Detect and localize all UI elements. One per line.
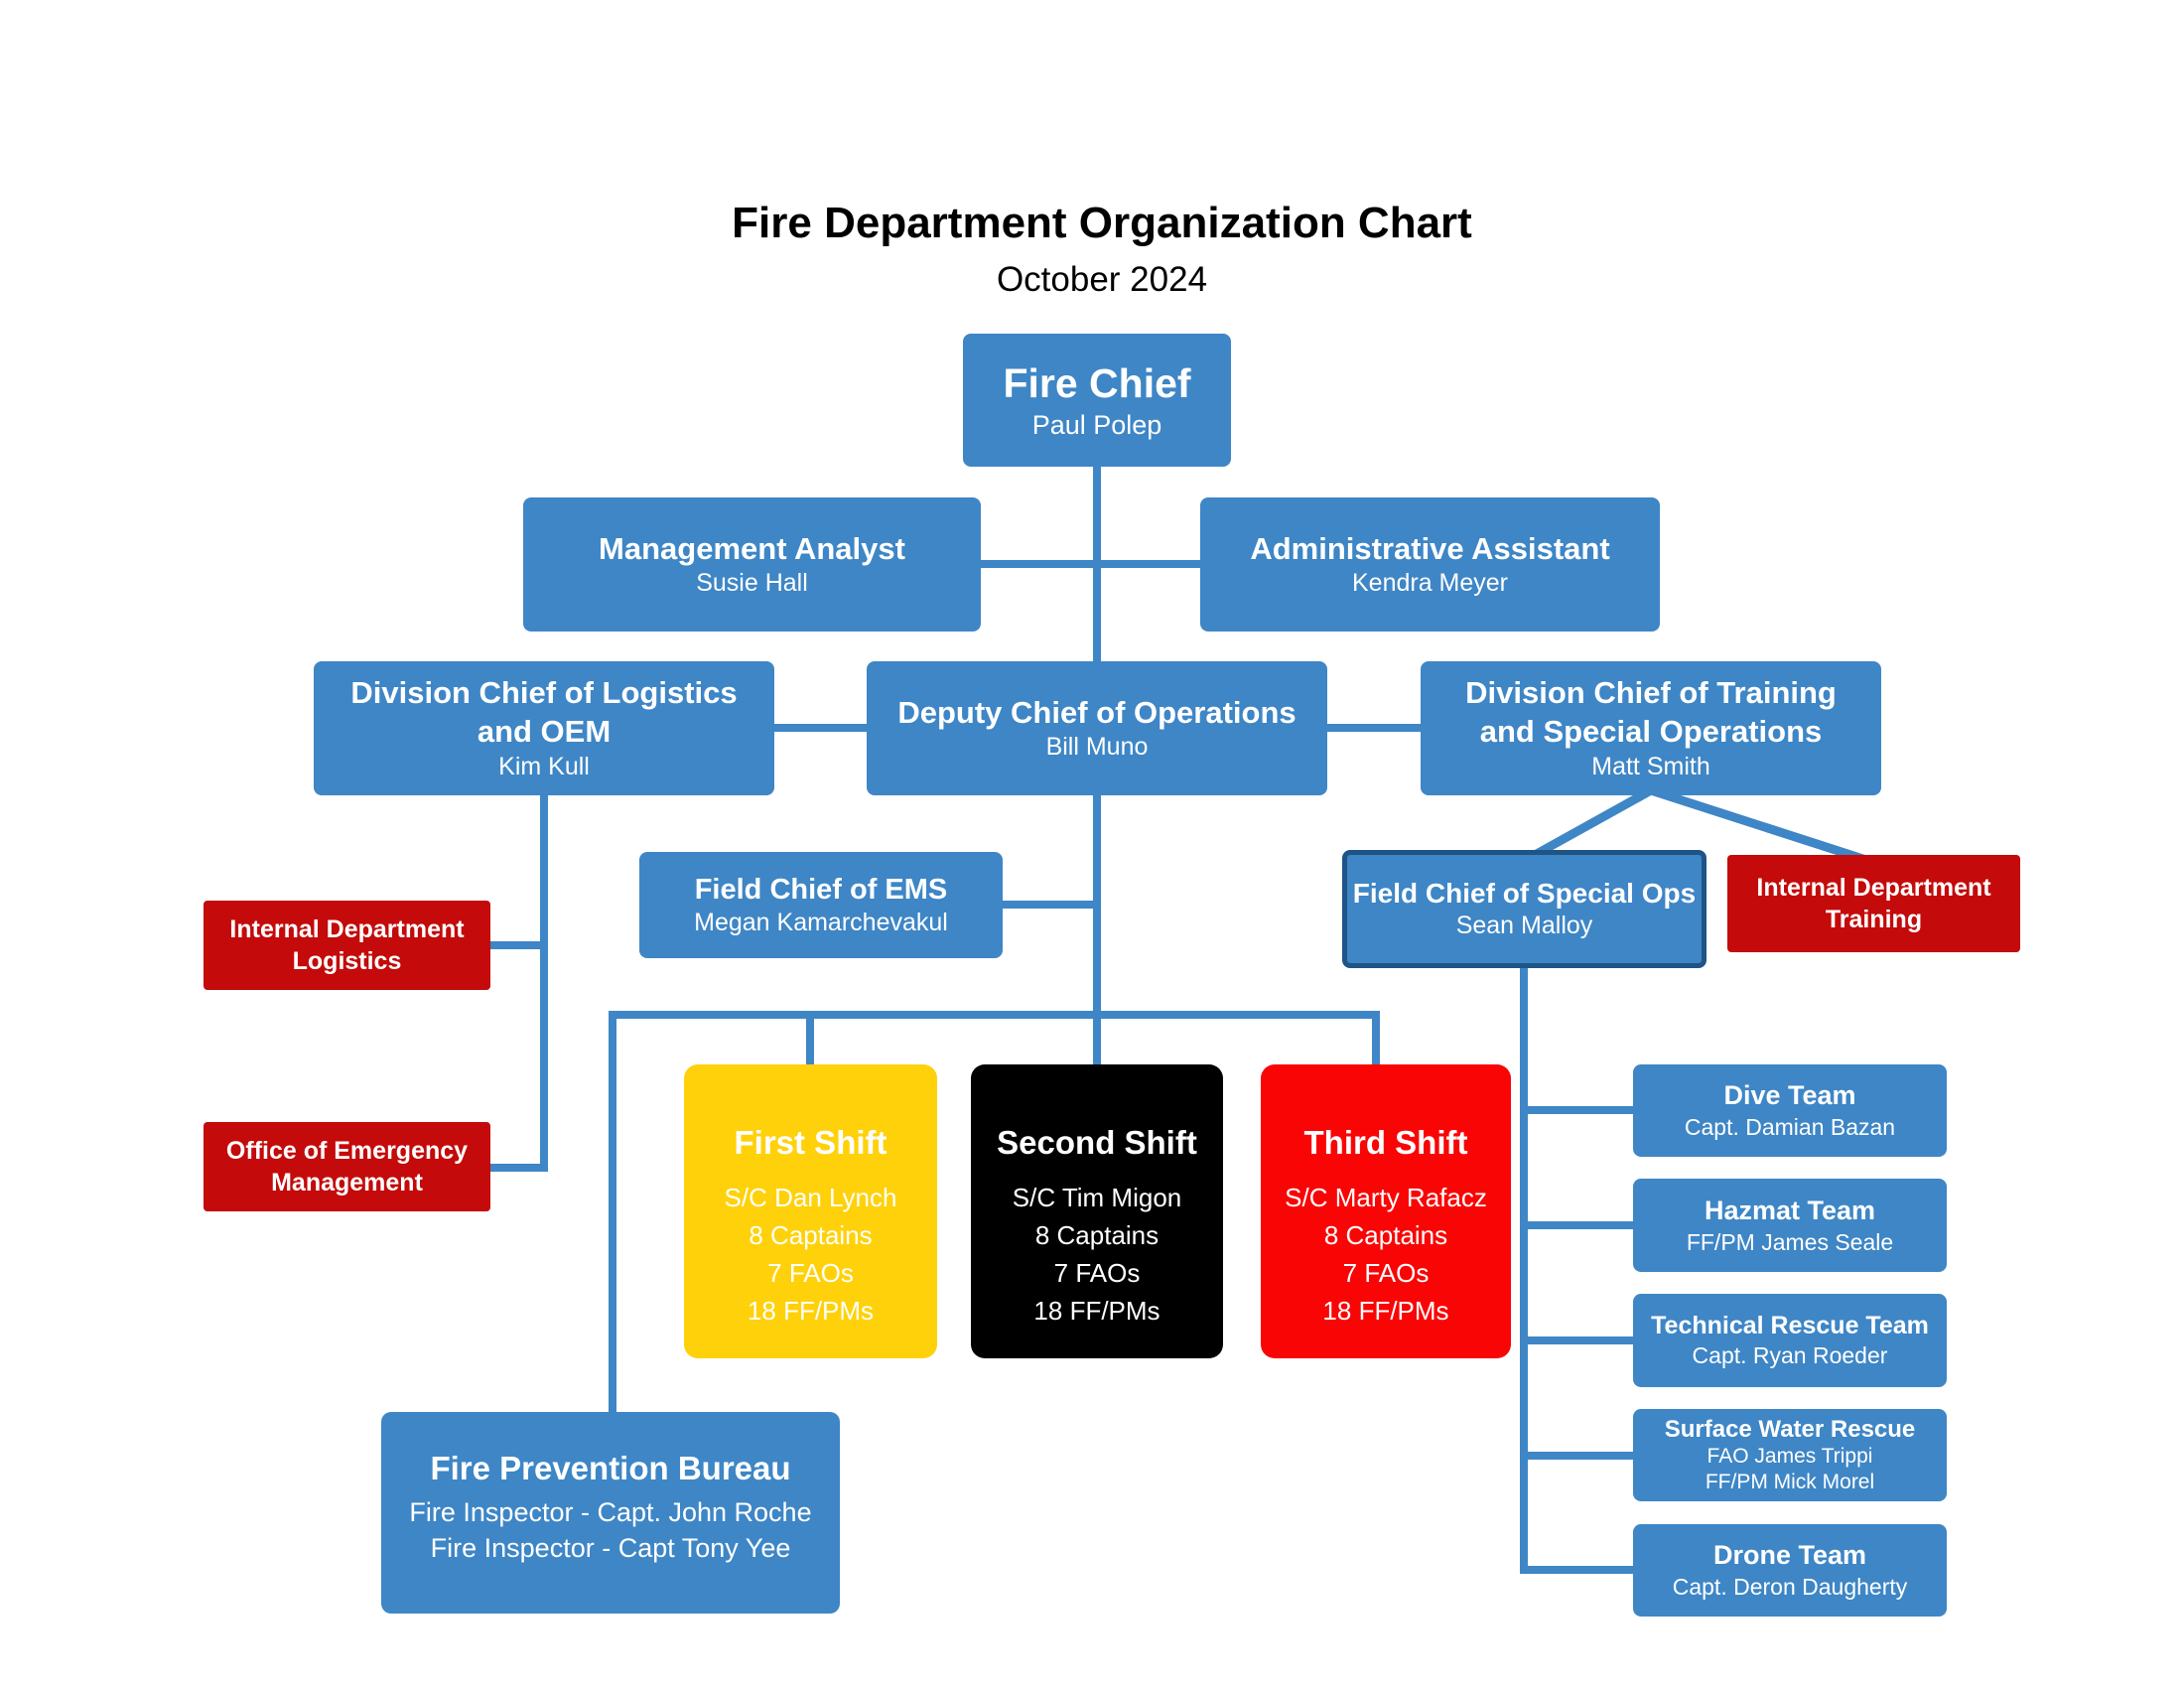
shift-faos: 7 FAOs: [1342, 1258, 1430, 1289]
node-fire-chief: Fire Chief Paul Polep: [963, 334, 1231, 467]
shift-faos: 7 FAOs: [1053, 1258, 1141, 1289]
team-member-2: FF/PM Mick Morel: [1705, 1470, 1875, 1493]
shift-ffpms: 18 FF/PMs: [1322, 1296, 1449, 1327]
connector-trunk-to-prevention: [609, 1011, 616, 1422]
shift-captains: 8 Captains: [1323, 1220, 1448, 1251]
connector-trunk-to-shift3: [1372, 1011, 1380, 1070]
node-title: Fire Prevention Bureau: [430, 1450, 791, 1486]
node-title: Surface Water Rescue: [1664, 1415, 1916, 1443]
node-fire-prevention-bureau: Fire Prevention Bureau Fire Inspector - …: [381, 1412, 840, 1614]
connector-specialops-down: [1520, 968, 1528, 1574]
connector-hazmat-stub: [1520, 1221, 1633, 1229]
node-person: Bill Muno: [1045, 733, 1149, 762]
node-technical-rescue-team: Technical Rescue Team Capt. Ryan Roeder: [1633, 1294, 1947, 1387]
node-title: Division Chief of Logistics and OEM: [350, 675, 738, 749]
shift-ffpms: 18 FF/PMs: [1033, 1296, 1160, 1327]
node-first-shift: First Shift S/C Dan Lynch 8 Captains 7 F…: [684, 1064, 937, 1358]
node-dive-team: Dive Team Capt. Damian Bazan: [1633, 1064, 1947, 1157]
page-title: Fire Department Organization Chart: [732, 199, 1472, 247]
connector-training-internaltraining: [1649, 785, 1874, 867]
node-title: Office of Emergency Management: [225, 1136, 469, 1197]
connector-internal-logistics-stub: [486, 941, 548, 949]
node-person: Capt. Ryan Roeder: [1692, 1342, 1888, 1369]
node-hazmat-team: Hazmat Team FF/PM James Seale: [1633, 1179, 1947, 1272]
connector-trunk-to-shift1: [806, 1011, 814, 1070]
connector-logistics-deputy: [774, 724, 867, 732]
node-title: Internal Department Logistics: [229, 914, 465, 976]
shift-captains: 8 Captains: [1034, 1220, 1160, 1251]
shift-captains: 8 Captains: [749, 1220, 873, 1251]
connector-logistics-down: [540, 795, 548, 1172]
shift-faos: 7 FAOs: [767, 1258, 854, 1289]
shift-commander: S/C Tim Migon: [1012, 1183, 1182, 1213]
node-person: Matt Smith: [1591, 752, 1710, 780]
node-title: Dive Team: [1723, 1080, 1856, 1111]
node-title: Field Chief of Special Ops: [1352, 878, 1697, 910]
node-deputy-chief-operations: Deputy Chief of Operations Bill Muno: [867, 661, 1327, 795]
connector-drone-stub: [1520, 1566, 1633, 1574]
connector-surfacewater-stub: [1520, 1452, 1633, 1460]
node-internal-department-logistics: Internal Department Logistics: [204, 901, 490, 990]
node-person: Capt. Deron Daugherty: [1672, 1574, 1908, 1600]
node-internal-department-training: Internal Department Training: [1727, 855, 2020, 952]
node-title: Internal Department Training: [1756, 873, 1991, 934]
node-title: Fire Chief: [1003, 359, 1191, 406]
node-management-analyst: Management Analyst Susie Hall: [523, 497, 981, 632]
node-title: Technical Rescue Team: [1651, 1312, 1929, 1339]
connector-dive-stub: [1520, 1106, 1633, 1114]
node-field-chief-ems: Field Chief of EMS Megan Kamarchevakul: [639, 852, 1003, 958]
node-person: Kim Kull: [498, 752, 590, 780]
node-person: Megan Kamarchevakul: [694, 909, 948, 936]
node-title: First Shift: [734, 1124, 887, 1161]
fire-inspector-2: Fire Inspector - Capt Tony Yee: [430, 1533, 791, 1564]
shift-ffpms: 18 FF/PMs: [747, 1296, 875, 1327]
node-title: Deputy Chief of Operations: [897, 694, 1297, 730]
connector-oem-stub: [486, 1164, 548, 1172]
node-title: Hazmat Team: [1704, 1195, 1876, 1225]
node-title: Second Shift: [997, 1124, 1197, 1161]
fire-inspector-1: Fire Inspector - Capt. John Roche: [409, 1497, 812, 1528]
node-surface-water-rescue: Surface Water Rescue FAO James Trippi FF…: [1633, 1409, 1947, 1501]
connector-training-specialops: [1523, 786, 1654, 864]
node-administrative-assistant: Administrative Assistant Kendra Meyer: [1200, 497, 1660, 632]
node-person: Kendra Meyer: [1351, 569, 1509, 598]
connector-ems-stub: [1003, 901, 1097, 909]
shift-commander: S/C Marty Rafacz: [1285, 1183, 1487, 1213]
node-person: Capt. Damian Bazan: [1684, 1114, 1896, 1140]
node-field-chief-special-ops: Field Chief of Special Ops Sean Malloy: [1342, 850, 1706, 968]
node-person: FF/PM James Seale: [1686, 1228, 1894, 1255]
node-title: Division Chief of Training and Special O…: [1465, 675, 1837, 749]
page-subtitle: October 2024: [996, 260, 1208, 299]
node-title: Drone Team: [1712, 1540, 1867, 1571]
node-office-emergency-management: Office of Emergency Management: [204, 1122, 490, 1211]
connector-shift-trunk: [609, 1011, 1380, 1019]
team-member-1: FAO James Trippi: [1706, 1444, 1873, 1468]
connector-analyst-assistant: [981, 560, 1200, 568]
node-second-shift: Second Shift S/C Tim Migon 8 Captains 7 …: [971, 1064, 1223, 1358]
node-person: Sean Malloy: [1455, 912, 1593, 940]
shift-commander: S/C Dan Lynch: [724, 1183, 897, 1213]
node-title: Management Analyst: [599, 530, 905, 566]
connector-deputy-training: [1327, 724, 1421, 732]
node-person: Paul Polep: [1031, 409, 1162, 440]
node-division-chief-training: Division Chief of Training and Special O…: [1421, 661, 1881, 795]
node-person: Susie Hall: [696, 569, 808, 598]
node-third-shift: Third Shift S/C Marty Rafacz 8 Captains …: [1261, 1064, 1511, 1358]
node-division-chief-logistics: Division Chief of Logistics and OEM Kim …: [314, 661, 774, 795]
node-drone-team: Drone Team Capt. Deron Daugherty: [1633, 1524, 1947, 1617]
node-title: Field Chief of EMS: [694, 873, 948, 906]
connector-techrescue-stub: [1520, 1336, 1633, 1344]
node-title: Administrative Assistant: [1250, 530, 1610, 566]
node-title: Third Shift: [1303, 1124, 1468, 1161]
